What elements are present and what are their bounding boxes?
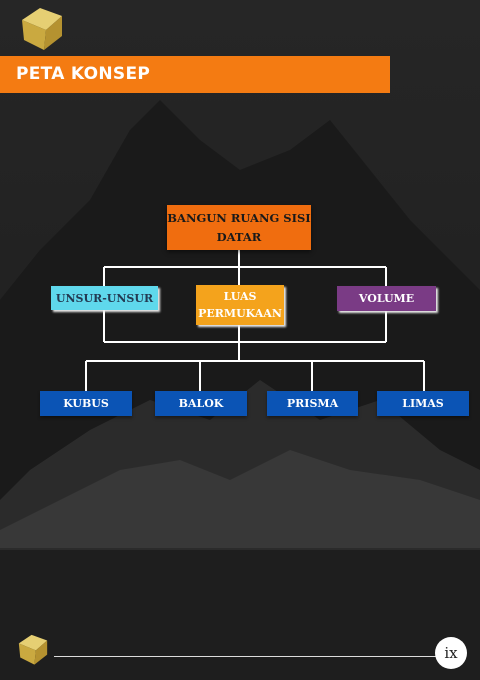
- page-number-badge: ix: [435, 637, 467, 669]
- node-kubus: KUBUS: [40, 391, 132, 416]
- gold-cube-icon: [22, 8, 62, 50]
- title-banner: PETA KONSEP: [0, 56, 390, 93]
- node-luas-permukaan: LUAS PERMUKAAN: [196, 285, 284, 325]
- node-limas: LIMAS: [377, 391, 469, 416]
- node-root: BANGUN RUANG SISI DATAR: [167, 205, 311, 250]
- node-balok: BALOK: [155, 391, 247, 416]
- page-title: PETA KONSEP: [16, 64, 151, 84]
- footer-divider: [54, 656, 438, 657]
- node-prisma: PRISMA: [267, 391, 358, 416]
- node-unsur-unsur: UNSUR-UNSUR: [51, 286, 158, 310]
- gold-cube-icon: [18, 634, 48, 665]
- node-volume: VOLUME: [337, 286, 436, 311]
- page-number: ix: [444, 644, 458, 662]
